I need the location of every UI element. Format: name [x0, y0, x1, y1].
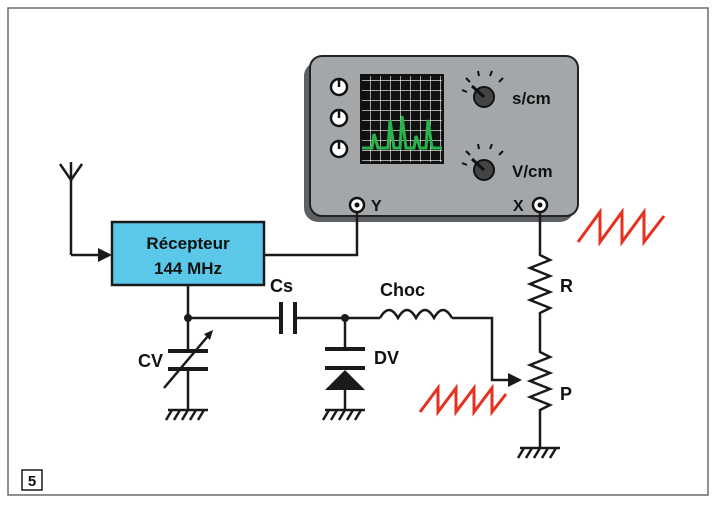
sweep-label: s/cm: [512, 89, 551, 108]
capacitor-cs-icon: [279, 302, 297, 334]
volt-label: V/cm: [512, 162, 553, 181]
p-label: P: [560, 384, 572, 404]
receiver-line1: Récepteur: [146, 234, 230, 253]
volt-knob-icon[interactable]: [461, 143, 504, 181]
figure-number-box: [21, 469, 43, 491]
ground-icon: [321, 408, 365, 421]
cv-label: CV: [138, 351, 163, 371]
variable-capacitor-cv-icon: [163, 330, 213, 389]
receiver-line2: 144 MHz: [154, 259, 222, 278]
varicap-diode-dv-icon: [325, 347, 365, 390]
sawtooth-output-wave: [576, 207, 666, 247]
choc-label: Choc: [380, 280, 425, 300]
junction-dot: [184, 314, 192, 322]
potentiometer-p-icon: [526, 348, 554, 420]
oscilloscope: s/cm V/cm Y X: [304, 55, 579, 222]
choke-inductor-icon: [378, 308, 454, 321]
r-label: R: [560, 276, 573, 296]
wiper-arrow-icon: [508, 373, 522, 387]
screen-trace: [362, 115, 442, 150]
y-input-connector[interactable]: [348, 196, 366, 214]
x-input-label: X: [513, 198, 524, 215]
ground-icon: [516, 446, 560, 459]
knob-icon[interactable]: [329, 77, 349, 97]
knob-icon[interactable]: [329, 139, 349, 159]
junction-dot: [341, 314, 349, 322]
dv-label: DV: [374, 348, 399, 368]
knob-icon[interactable]: [329, 108, 349, 128]
receiver-block: Récepteur 144 MHz: [110, 220, 266, 287]
resistor-r-icon: [526, 250, 554, 318]
cs-label: Cs: [270, 276, 293, 296]
y-input-label: Y: [371, 198, 382, 215]
figure-number: 5: [28, 473, 36, 490]
sawtooth-input-wave: [418, 383, 508, 417]
sweep-knob-icon[interactable]: [461, 70, 504, 108]
input-arrow-icon: [98, 248, 112, 262]
wires: [69, 180, 542, 448]
ground-icon: [164, 408, 208, 421]
antenna-icon: [58, 162, 84, 181]
x-input-connector[interactable]: [531, 196, 549, 214]
